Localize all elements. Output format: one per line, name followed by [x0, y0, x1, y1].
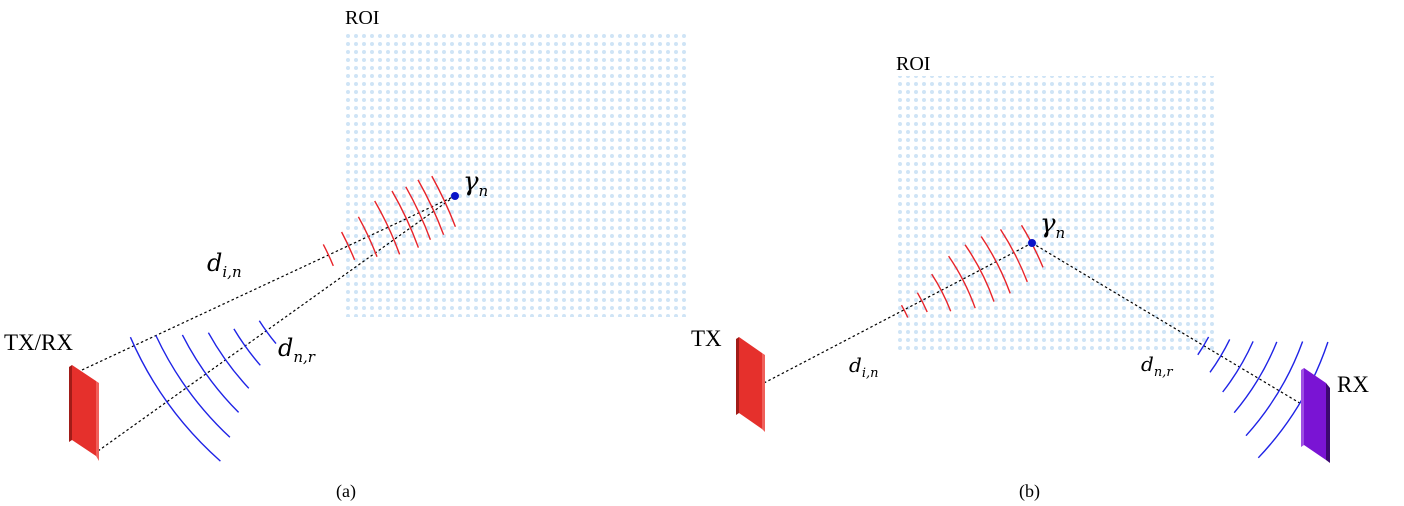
scattered-wavefronts-a: [129, 320, 277, 462]
txrx-label-a: TX/RX: [4, 330, 73, 355]
scattered-arc: [1222, 341, 1254, 393]
tx-antenna-b: [736, 337, 765, 432]
scattered-arc: [1209, 339, 1231, 373]
d-symbol: d: [207, 249, 222, 277]
scattered-wavefronts-b: [1197, 336, 1329, 459]
scattered-arc: [1257, 341, 1329, 459]
d-subscript: n,r: [1154, 365, 1174, 380]
panel-a: ROI γn di,n dn,r: [4, 7, 689, 502]
incident-arc: [357, 216, 378, 258]
incident-arc: [405, 186, 432, 240]
roi-grid-a: [342, 30, 689, 317]
d-nr-label-b: dn,r: [1141, 352, 1173, 380]
d-symbol: d: [849, 353, 862, 377]
incident-arc: [391, 190, 420, 248]
gamma-symbol: γ: [1040, 209, 1056, 239]
incident-arc: [431, 175, 457, 227]
roi-label-a: ROI: [345, 7, 379, 29]
incident-arc: [948, 255, 976, 309]
scattered-arc: [207, 332, 250, 389]
gamma-symbol: γ: [463, 167, 479, 197]
scattered-arc: [258, 320, 277, 345]
gamma-subscript: n: [479, 182, 489, 200]
caption-a: (a): [336, 481, 356, 502]
scattered-arc: [1197, 336, 1210, 356]
scattered-arc: [181, 334, 240, 413]
roi-label-b: ROI: [896, 53, 930, 75]
d-in-label-b: di,n: [849, 353, 878, 381]
roi-grid-b: [895, 76, 1217, 351]
scattered-arc: [129, 336, 221, 462]
scattered-arc: [155, 335, 231, 438]
scatterer-point-a: [451, 192, 459, 200]
d-symbol: d: [1141, 352, 1154, 376]
path-d-in-a: [81, 195, 456, 371]
incident-arc: [340, 231, 356, 261]
gamma-subscript: n: [1056, 224, 1066, 242]
incident-arc: [322, 244, 334, 267]
path-d-in-b: [763, 242, 1033, 384]
tx-label-b: TX: [691, 326, 722, 351]
incident-arc: [999, 229, 1028, 283]
incident-arc: [964, 244, 995, 302]
incident-arc: [980, 236, 1011, 294]
incident-arc: [931, 273, 952, 312]
d-nr-label-a: dn,r: [278, 334, 316, 366]
gamma-label-b: γn: [1040, 209, 1065, 242]
scattered-arc: [1245, 341, 1304, 437]
rx-label-b: RX: [1337, 372, 1369, 397]
panel-b: ROI γn di,n dn,r: [691, 53, 1369, 502]
incident-arc: [900, 304, 909, 318]
incident-arc: [374, 200, 401, 255]
scattered-arc: [1233, 341, 1278, 414]
d-in-label-a: di,n: [207, 249, 242, 281]
incident-arc: [916, 292, 928, 313]
caption-b: (b): [1019, 481, 1040, 502]
d-symbol: d: [278, 334, 293, 362]
d-subscript: n,r: [293, 348, 315, 366]
scatterer-point-b: [1028, 239, 1036, 247]
rx-antenna-b: [1301, 368, 1330, 463]
d-subscript: i,n: [222, 263, 241, 281]
d-subscript: i,n: [862, 366, 879, 381]
incident-wavefronts-a: [322, 175, 457, 267]
incident-arc: [417, 179, 445, 236]
path-d-nr-a: [97, 195, 456, 452]
gamma-label-a: γn: [463, 167, 488, 200]
scattered-arc: [233, 328, 261, 366]
txrx-antenna-a: [69, 365, 99, 461]
